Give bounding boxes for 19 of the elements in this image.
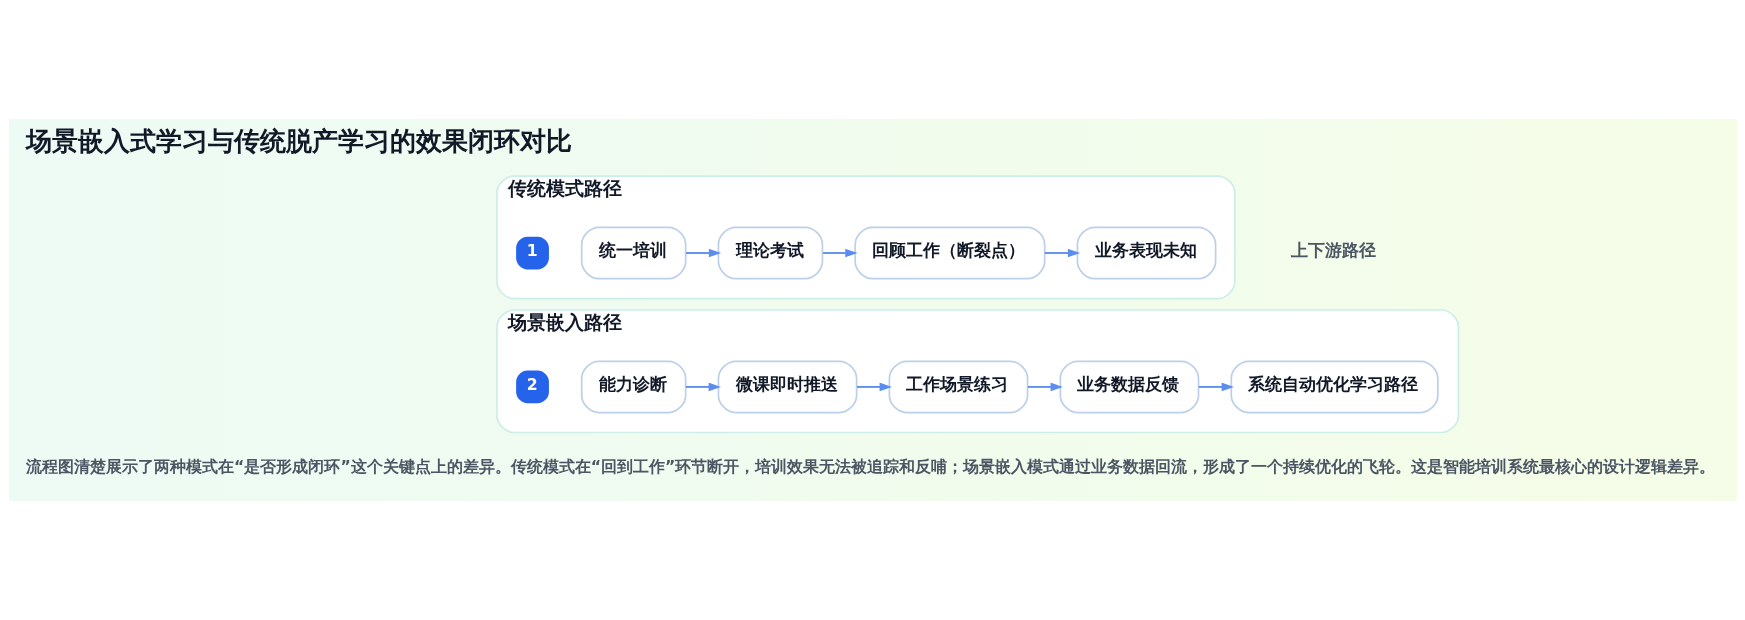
arrow (1043, 248, 1080, 258)
node-box: 理论考试 (717, 226, 823, 280)
arrow (684, 248, 721, 258)
node-box: 工作场景练习 (888, 360, 1028, 414)
arrow (821, 248, 858, 258)
node-box: 业务表现未知 (1076, 226, 1216, 280)
node-box: 统一培训 (580, 226, 687, 280)
node-box: 回顾工作（断裂点） (853, 226, 1045, 280)
caption: 流程图清楚展示了两种模式在“是否形成闭环”这个关键点上的差异。传统模式在“回到工作”环节断开，培训效果无法被追踪和反哺；场景嵌入模式通过业务数据回流，形成了一个持续优化的飞轮。这是智能培训系统最核心的设计逻辑差异。 (25, 457, 1715, 477)
node-box: 业务数据反馈 (1058, 360, 1199, 414)
node-box: 微课即时推送 (717, 360, 857, 414)
arrow (1026, 382, 1063, 392)
node-box: 能力诊断 (580, 360, 687, 414)
arrow (684, 382, 721, 392)
label: 上下游路径 (1290, 240, 1376, 261)
arrow (1197, 382, 1234, 392)
arrow (855, 382, 892, 392)
node-box: 系统自动优化学习路径 (1229, 360, 1439, 414)
diagram-title: 场景嵌入式学习与传统脱产学习的效果闭环对比 (25, 125, 572, 156)
